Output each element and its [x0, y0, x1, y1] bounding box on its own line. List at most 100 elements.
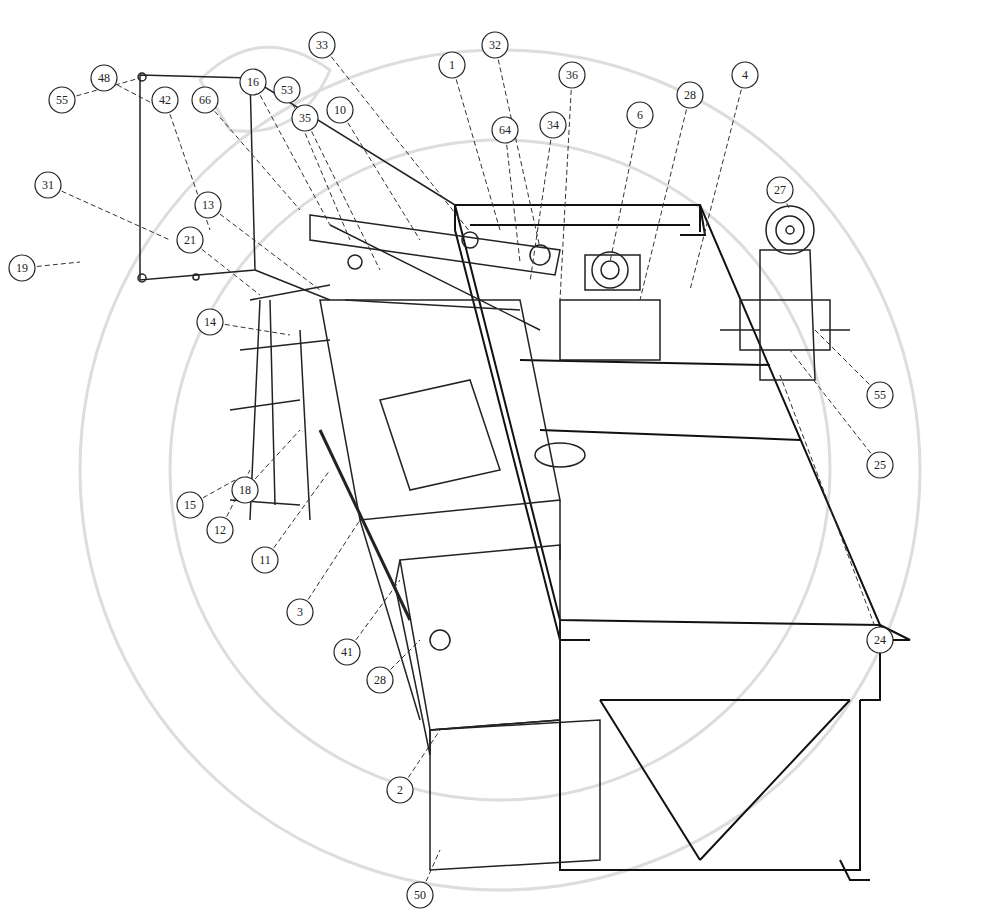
callout-balloon [482, 32, 508, 58]
leader-line [507, 145, 520, 262]
callout-number: 33 [315, 38, 329, 52]
leader-line [426, 850, 440, 881]
leader-line [220, 214, 320, 290]
leader-line [331, 57, 470, 232]
callout-number: 42 [158, 93, 172, 107]
callout-number: 55 [873, 388, 887, 402]
machine-frame [455, 205, 910, 880]
callout-balloon [197, 309, 223, 335]
callout-balloon [627, 102, 653, 128]
callout-balloon [387, 777, 413, 803]
callout-balloon [292, 105, 318, 131]
leader-line [498, 60, 540, 248]
callout-number: 34 [546, 118, 560, 132]
callout-balloon [767, 177, 793, 203]
callout-number: 27 [773, 183, 787, 197]
callout-number: 1 [448, 58, 456, 72]
leader-line [640, 110, 686, 300]
leader-line [62, 191, 170, 240]
callout-number: 14 [203, 315, 217, 329]
leader-line [815, 330, 869, 384]
callout-balloon [327, 97, 353, 123]
watermark-seal [80, 47, 920, 890]
callout-balloon [177, 227, 203, 253]
callout-balloon [334, 639, 360, 665]
callout-number: 11 [258, 553, 272, 567]
leader-line [787, 203, 790, 210]
callout-number: 19 [15, 261, 29, 275]
callout-number: 25 [873, 458, 887, 472]
callout-number: 64 [498, 123, 512, 137]
callout-number: 28 [683, 88, 697, 102]
callout-number: 3 [296, 605, 304, 619]
leader-line [274, 470, 330, 548]
callout-balloon [677, 82, 703, 108]
leader-line [456, 79, 500, 230]
callout-balloon [492, 117, 518, 143]
callout-balloon [49, 87, 75, 113]
callout-balloon [207, 517, 233, 543]
callout-balloon [274, 77, 300, 103]
leader-line [610, 130, 637, 262]
callout-balloon [9, 255, 35, 281]
callout-number: 2 [396, 783, 404, 797]
callout-number: 53 [280, 83, 294, 97]
callout-number: 18 [238, 483, 252, 497]
leader-line [530, 140, 551, 282]
callout-number: 6 [636, 108, 644, 122]
leader-line [202, 249, 260, 295]
leader-line [225, 324, 290, 335]
callout-number: 32 [488, 38, 502, 52]
callout-number: 16 [246, 75, 260, 89]
callout-balloon [192, 87, 218, 113]
callout-balloon [867, 627, 893, 653]
callout-number: 35 [298, 111, 312, 125]
callout-number: 28 [373, 673, 387, 687]
callout-number: 21 [183, 233, 197, 247]
leader-line [37, 262, 80, 266]
callout-number: 48 [97, 71, 111, 85]
leader-line [260, 95, 330, 225]
callout-balloon [240, 69, 266, 95]
callout-number: 12 [213, 523, 227, 537]
callout-number: 55 [55, 93, 69, 107]
callout-balloon [407, 882, 433, 908]
callout-balloon [232, 477, 258, 503]
callout-number: 50 [413, 888, 427, 902]
callout-balloon [867, 452, 893, 478]
callout-number: 10 [333, 103, 347, 117]
callout-balloon [867, 382, 893, 408]
leader-line [255, 430, 300, 479]
leader-line [293, 104, 350, 240]
callout-number: 24 [873, 633, 887, 647]
callout-number: 31 [41, 178, 55, 192]
callout-balloon [252, 547, 278, 573]
leader-line [780, 375, 875, 626]
callout-balloon [309, 32, 335, 58]
leader-line [348, 123, 420, 240]
leader-line [312, 131, 380, 270]
leader-line [391, 640, 420, 669]
callout-balloon [367, 667, 393, 693]
leader-line [356, 580, 400, 640]
callout-balloon [195, 192, 221, 218]
callout-number: 36 [565, 68, 579, 82]
leader-line [690, 90, 741, 290]
callout-balloon [35, 172, 61, 198]
callout-number: 15 [183, 498, 197, 512]
callout-balloon [732, 62, 758, 88]
callout-number: 13 [201, 198, 215, 212]
callout-balloon [559, 62, 585, 88]
leader-line [203, 480, 235, 498]
callout-balloon [540, 112, 566, 138]
callout-balloon [439, 52, 465, 78]
leader-line [215, 111, 300, 210]
callout-balloon [91, 65, 117, 91]
leader-line [790, 350, 871, 453]
callout-number: 66 [198, 93, 212, 107]
callout-balloon [177, 492, 203, 518]
leader-line [408, 730, 440, 778]
callout-number: 4 [741, 68, 749, 82]
callout-balloon [287, 599, 313, 625]
